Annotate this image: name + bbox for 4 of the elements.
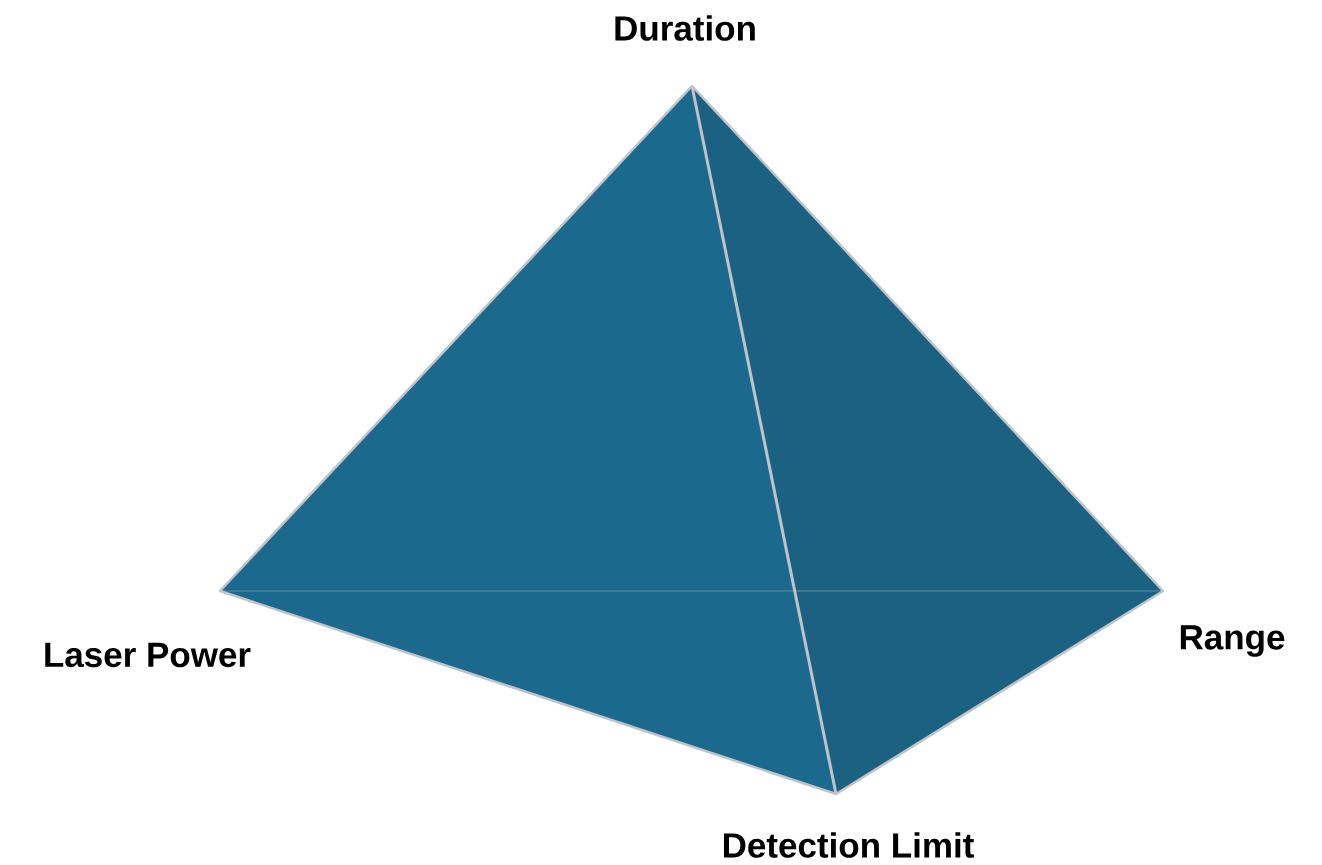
vertex-label: Duration [615,15,755,41]
vertex-label: Laser Power [45,642,251,668]
vertex-label: Detection Limit [723,832,974,858]
vertex-label: Range [1180,625,1285,657]
